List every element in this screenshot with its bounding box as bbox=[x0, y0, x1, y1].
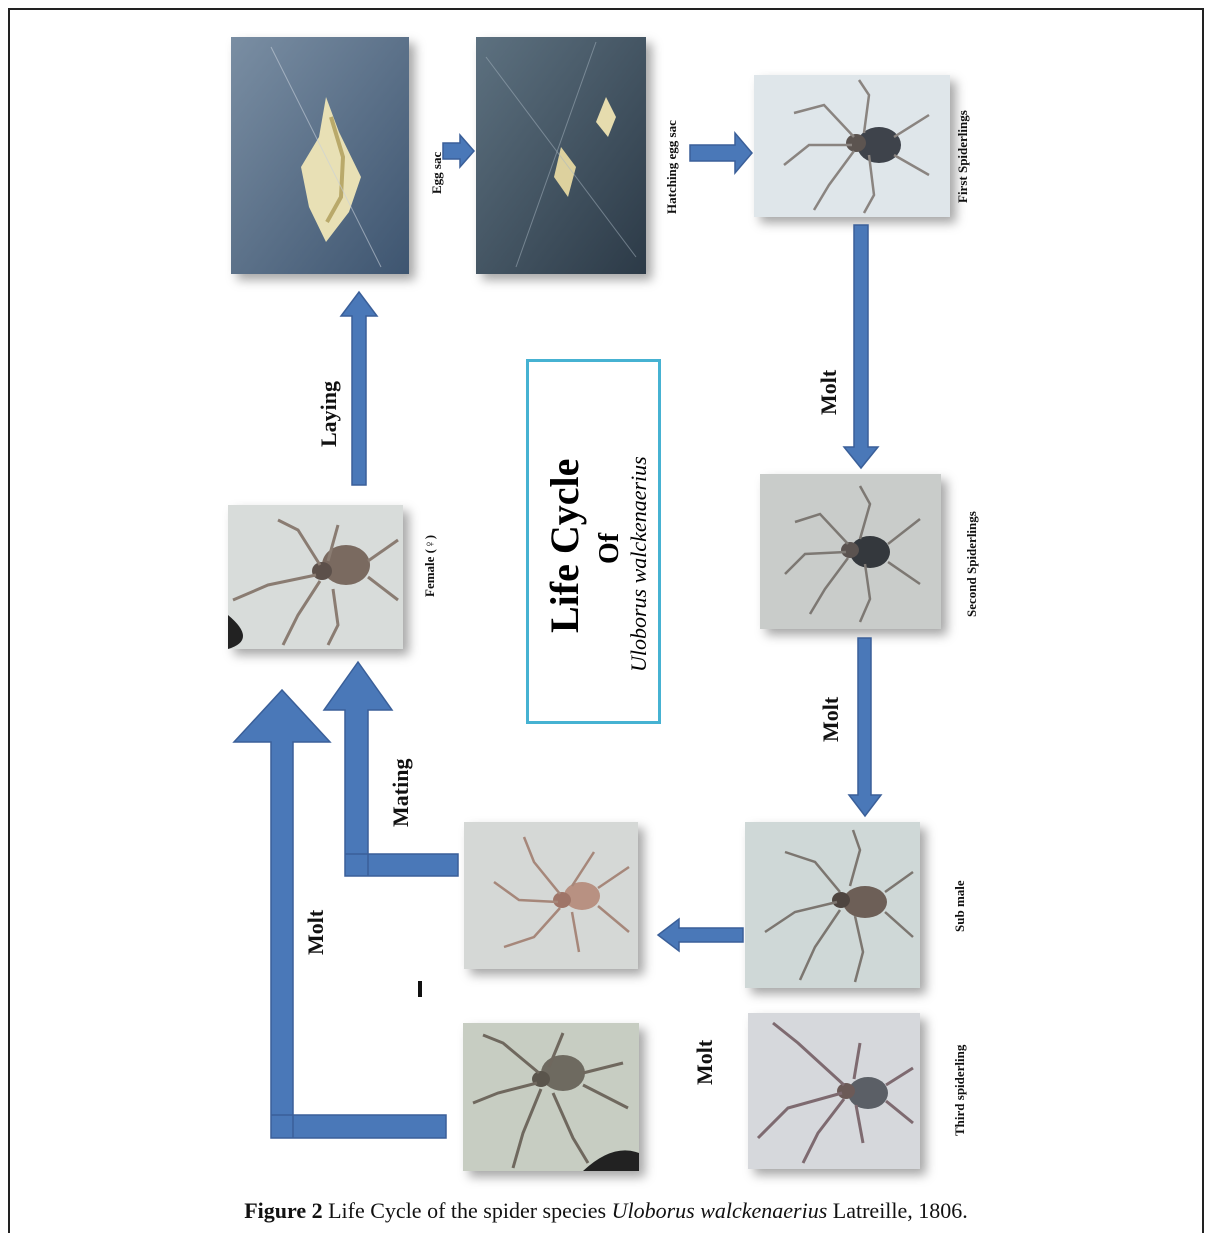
photo-third-spiderling bbox=[748, 1013, 920, 1169]
label-mating: Mating bbox=[388, 759, 414, 827]
photo-male-1 bbox=[464, 822, 638, 969]
label-egg-sac: Egg sac bbox=[429, 152, 445, 194]
photo-egg-sac bbox=[231, 37, 409, 274]
label-second-spiderlings: Second Spiderlings bbox=[964, 511, 980, 617]
stray-dash bbox=[418, 981, 422, 997]
center-title: Life Cycle bbox=[541, 459, 588, 633]
label-laying: Laying bbox=[316, 381, 342, 447]
caption-text-after: Latreille, 1806. bbox=[827, 1198, 968, 1223]
label-molt-4: Molt bbox=[303, 910, 329, 955]
photo-second-spiderlings bbox=[760, 474, 941, 629]
label-molt-2: Molt bbox=[818, 697, 844, 742]
photo-hatching-egg-sac bbox=[476, 37, 646, 274]
label-molt-1: Molt bbox=[816, 370, 842, 415]
photo-first-spiderlings bbox=[754, 75, 950, 217]
photo-female bbox=[228, 505, 403, 649]
label-hatching-egg-sac: Hatching egg sac bbox=[664, 120, 680, 214]
photo-sub-male bbox=[745, 822, 920, 988]
caption-figure-label: Figure 2 bbox=[244, 1198, 322, 1223]
label-molt-3: Molt bbox=[692, 1040, 718, 1085]
photo-male-2 bbox=[463, 1023, 639, 1171]
center-species: Uloborus walckenaerius bbox=[626, 456, 652, 672]
label-first-spiderlings: First Spiderlings bbox=[955, 110, 971, 203]
label-female: Female (♀) bbox=[422, 535, 438, 597]
caption-species: Uloborus walckenaerius bbox=[612, 1198, 828, 1223]
label-sub-male: Sub male bbox=[952, 880, 968, 932]
caption-text-before: Life Cycle of the spider species bbox=[323, 1198, 612, 1223]
label-third-spiderling: Third spiderling bbox=[952, 1045, 968, 1136]
figure-caption: Figure 2 Life Cycle of the spider specie… bbox=[0, 1198, 1212, 1224]
center-of: Of bbox=[594, 533, 626, 564]
